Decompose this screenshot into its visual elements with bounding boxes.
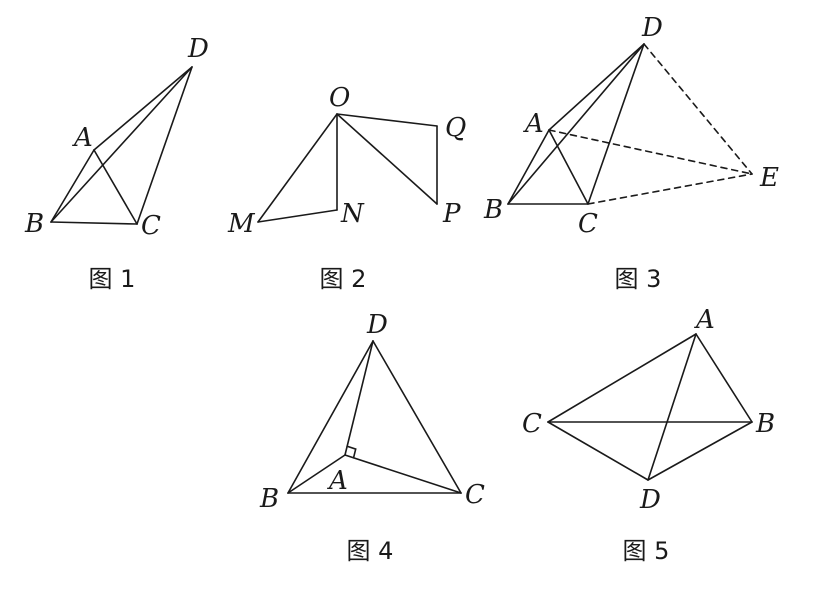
segment-BD <box>647 421 753 481</box>
segment-MN <box>257 209 338 223</box>
point-label-Q: Q <box>445 113 466 143</box>
point-label-D: D <box>639 485 661 515</box>
segment-BC <box>50 221 138 225</box>
segment-AB <box>287 454 346 494</box>
point-label-B: B <box>755 409 775 439</box>
figure-caption: 图 5 <box>623 537 670 565</box>
segment-PO <box>336 113 438 205</box>
point-label-A: A <box>72 123 93 153</box>
point-label-A: A <box>523 109 544 139</box>
point-label-O: O <box>329 83 350 113</box>
point-label-B: B <box>259 484 279 514</box>
point-label-C: C <box>578 209 598 239</box>
segment-AD <box>647 333 697 481</box>
segment-AD <box>344 340 374 456</box>
figure-2: O Q P M N 图 2 <box>227 83 466 293</box>
segment-OQ <box>336 113 438 127</box>
point-label-N: N <box>340 199 365 229</box>
figure-caption: 图 2 <box>320 265 367 293</box>
segment-BD <box>287 340 374 494</box>
segment-BD <box>507 43 645 205</box>
segment-DE-dashed <box>643 43 753 175</box>
point-label-A: A <box>694 305 715 335</box>
segment-AB <box>695 333 753 423</box>
point-label-E: E <box>759 163 779 193</box>
segment-CD <box>136 66 193 225</box>
point-label-D: D <box>187 34 209 64</box>
figure-4: D A B C 图 4 <box>259 310 485 565</box>
point-label-P: P <box>442 199 461 229</box>
point-label-C: C <box>465 480 485 510</box>
segment-DC <box>372 340 462 494</box>
point-label-B: B <box>24 209 44 239</box>
figure-3: D A E B C 图 3 <box>483 13 779 293</box>
right-angle-mark <box>346 445 357 459</box>
segment-AD <box>93 66 193 151</box>
point-label-D: D <box>641 13 663 43</box>
segment-AE-dashed <box>548 129 753 175</box>
point-label-A: A <box>327 466 348 496</box>
segment-OM <box>257 113 338 223</box>
segment-CD <box>587 43 645 205</box>
segment-CE-dashed <box>587 173 753 205</box>
point-label-B: B <box>483 195 503 225</box>
point-label-C: C <box>141 211 161 241</box>
segment-AC <box>344 454 462 494</box>
segment-AB <box>50 149 95 223</box>
point-label-C: C <box>522 409 542 439</box>
segment-AB <box>507 129 550 205</box>
point-label-M: M <box>227 209 256 239</box>
segment-AC <box>548 129 589 205</box>
figure-5: A C B D 图 5 <box>522 305 775 565</box>
segment-BD <box>50 66 193 223</box>
segment-AC <box>93 149 138 225</box>
segment-CA <box>547 333 697 423</box>
point-label-D: D <box>366 310 388 340</box>
figure-caption: 图 4 <box>347 537 394 565</box>
segment-AD <box>548 43 645 131</box>
figure-caption: 图 3 <box>615 265 662 293</box>
figure-1: A B C D 图 1 <box>24 34 209 293</box>
segment-DC <box>547 421 649 481</box>
figure-caption: 图 1 <box>89 265 136 293</box>
